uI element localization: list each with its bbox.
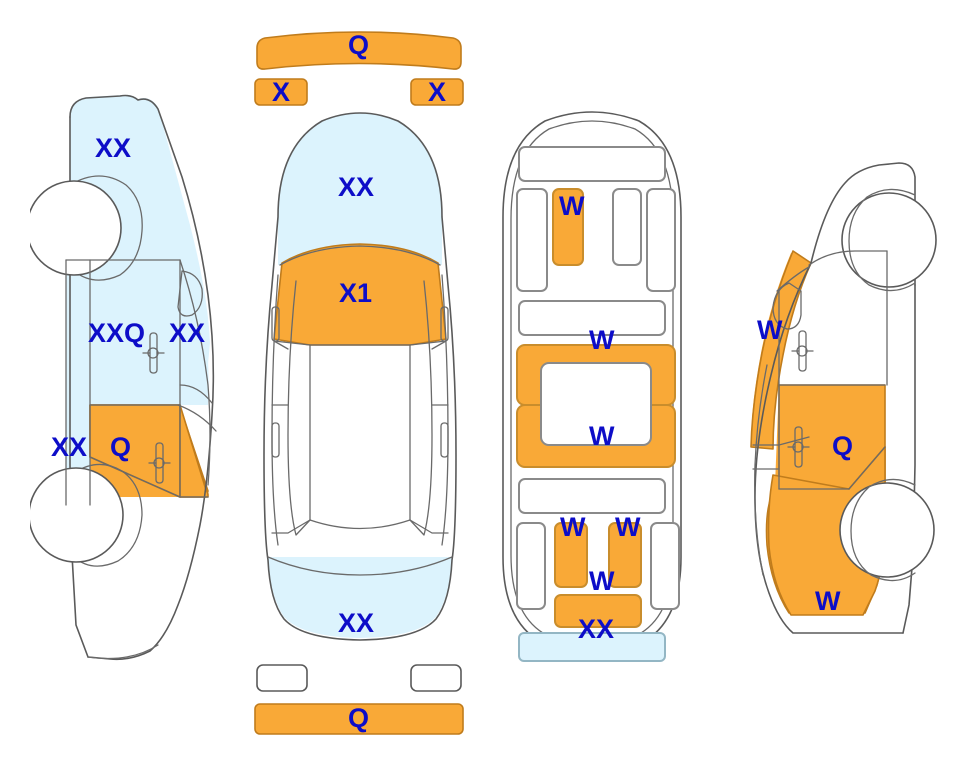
top-view-front-bumper[interactable]: [253, 26, 465, 72]
left-side-view[interactable]: [30, 85, 245, 670]
interior-layout-view[interactable]: [495, 105, 690, 665]
right-side-view[interactable]: [745, 85, 945, 670]
left-lower-door-label-a: XX: [51, 432, 88, 462]
interior-rear-right-label: W: [615, 512, 641, 542]
interior-mid-upper-label: W: [589, 325, 615, 355]
top-view-front-light-left[interactable]: [253, 77, 309, 107]
interior-mid-lower-label: W: [589, 421, 615, 451]
left-lower-door-label-b: Q: [110, 432, 132, 462]
top-view-rear-light-right[interactable]: [409, 663, 463, 693]
hood-label: X1: [339, 278, 373, 308]
top-view-rear-light-left[interactable]: [255, 663, 309, 693]
left-upper-door-label-b: XX: [169, 318, 206, 348]
front-light-right-label: X: [428, 77, 447, 107]
top-view-front-light-right[interactable]: [409, 77, 465, 107]
interior-front-left-seat-label: W: [559, 191, 585, 221]
interior-trunk-strip-label: XX: [578, 614, 615, 644]
interior-rear-center-label: W: [589, 566, 615, 596]
left-upper-door-label-a: XXQ: [88, 318, 146, 348]
left-roof-label: XX: [95, 133, 132, 163]
right-front-pillar-label: W: [757, 315, 783, 345]
right-door-label: Q: [832, 431, 854, 461]
top-view-rear-bumper[interactable]: [253, 702, 465, 736]
right-rear-quarter-label: W: [815, 586, 841, 616]
rear-window-label: XX: [338, 608, 375, 638]
interior-rear-left-label: W: [560, 512, 586, 542]
rear-bumper-label: Q: [348, 703, 370, 733]
front-light-left-label: X: [272, 77, 291, 107]
windshield-label: XX: [338, 172, 375, 202]
top-view-body[interactable]: [250, 105, 470, 655]
front-bumper-label: Q: [348, 30, 370, 60]
